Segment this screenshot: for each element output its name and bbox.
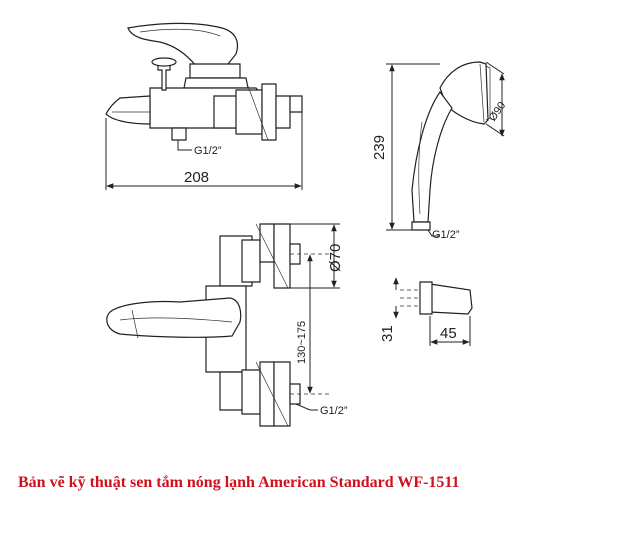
holder-view: 31 45 <box>379 277 473 346</box>
mixer-top-view: Ø70 130~175 G1/2” <box>106 223 348 427</box>
mixer-side-view: G1/2” 208 <box>105 22 303 190</box>
wall-plate-dia-label: Ø70 <box>327 244 344 272</box>
holder-width-label: 45 <box>440 325 457 342</box>
handshower-length-label: 239 <box>371 135 388 160</box>
mixer-width-label: 208 <box>184 169 209 186</box>
mixer-thread-label: G1/2” <box>194 145 222 157</box>
center-distance-label: 130~175 <box>296 321 308 364</box>
holder-height-label: 31 <box>379 325 396 342</box>
drawing-caption: Bản vẽ kỹ thuật sen tắm nóng lạnh Americ… <box>18 474 460 491</box>
wall-thread-label: G1/2” <box>320 405 348 417</box>
hand-shower-view: G1/2” 239 Ø90 <box>371 61 508 241</box>
handshower-thread-label: G1/2” <box>432 229 460 241</box>
